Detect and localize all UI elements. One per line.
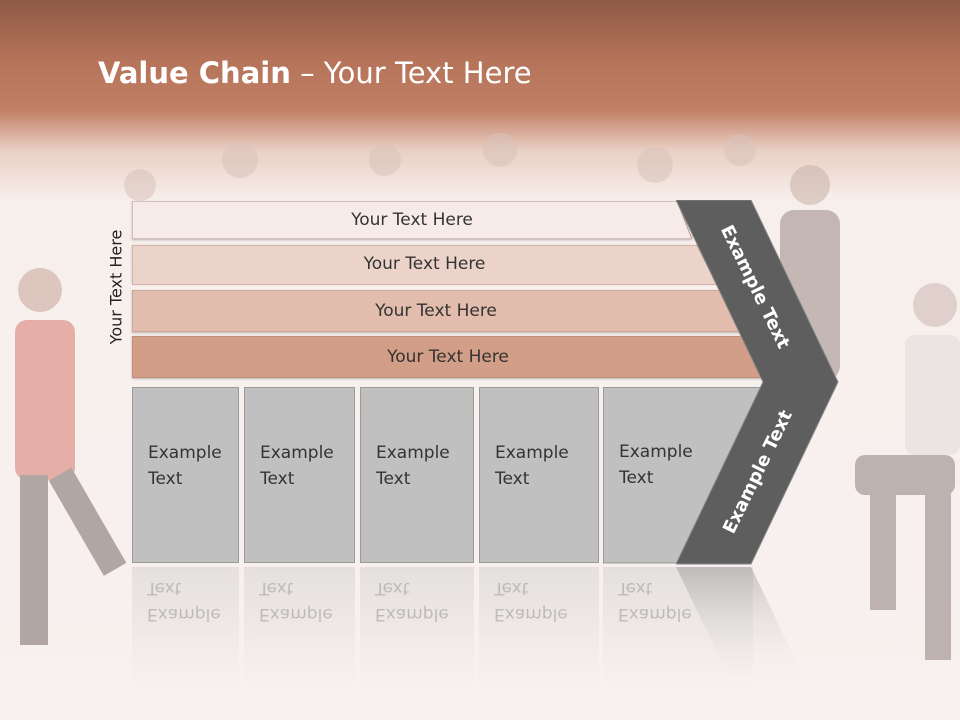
- column-4-line2: Text: [495, 469, 530, 489]
- column-5-line1: Example: [619, 442, 693, 462]
- column-3-line2: Text: [376, 469, 411, 489]
- column-1-line2: Text: [148, 469, 183, 489]
- bar-3: Your Text Here: [132, 290, 740, 332]
- column-4-reflection: Example Text: [479, 567, 599, 687]
- column-5: Example Text: [603, 387, 693, 563]
- column-2-reflection: Example Text: [244, 567, 355, 687]
- reflection-text: Text: [375, 578, 410, 598]
- bar-4: Your Text Here: [132, 336, 764, 378]
- column-2-line1: Example: [260, 443, 334, 463]
- column-5-line2: Text: [619, 468, 654, 488]
- column-3-reflection: Example Text: [360, 567, 474, 687]
- chevron-reflection: [676, 567, 811, 692]
- column-1-line1: Example: [148, 443, 222, 463]
- bar-3-label: Your Text Here: [375, 301, 497, 321]
- reflection-text: Example: [375, 604, 449, 624]
- column-4-line1: Example: [495, 443, 569, 463]
- column-4: Example Text: [479, 387, 599, 563]
- column-2: Example Text: [244, 387, 355, 563]
- bar-2-label: Your Text Here: [363, 254, 486, 274]
- bar-2: Your Text Here: [132, 245, 717, 285]
- title-bold: Value Chain: [98, 56, 291, 90]
- bar-4-label: Your Text Here: [387, 347, 509, 367]
- column-2-line2: Text: [260, 469, 295, 489]
- reflection-text: Example: [494, 604, 568, 624]
- column-1-reflection: Example Text: [132, 567, 239, 687]
- column-3: Example Text: [360, 387, 474, 563]
- bar-1: Your Text Here: [132, 201, 692, 239]
- reflection-text: Text: [147, 578, 182, 598]
- slide-title: Value Chain – Your Text Here: [98, 56, 532, 90]
- column-1: Example Text: [132, 387, 239, 563]
- column-3-line1: Example: [376, 443, 450, 463]
- title-rest: – Your Text Here: [290, 56, 532, 90]
- reflection-text: Example: [147, 604, 221, 624]
- vertical-label: Your Text Here: [106, 229, 126, 345]
- reflection-text: Example: [259, 604, 333, 624]
- chevron-arrow: [676, 200, 839, 565]
- bar-1-label: Your Text Here: [351, 210, 473, 230]
- reflection-text: Text: [494, 578, 529, 598]
- reflection-text: Text: [259, 578, 294, 598]
